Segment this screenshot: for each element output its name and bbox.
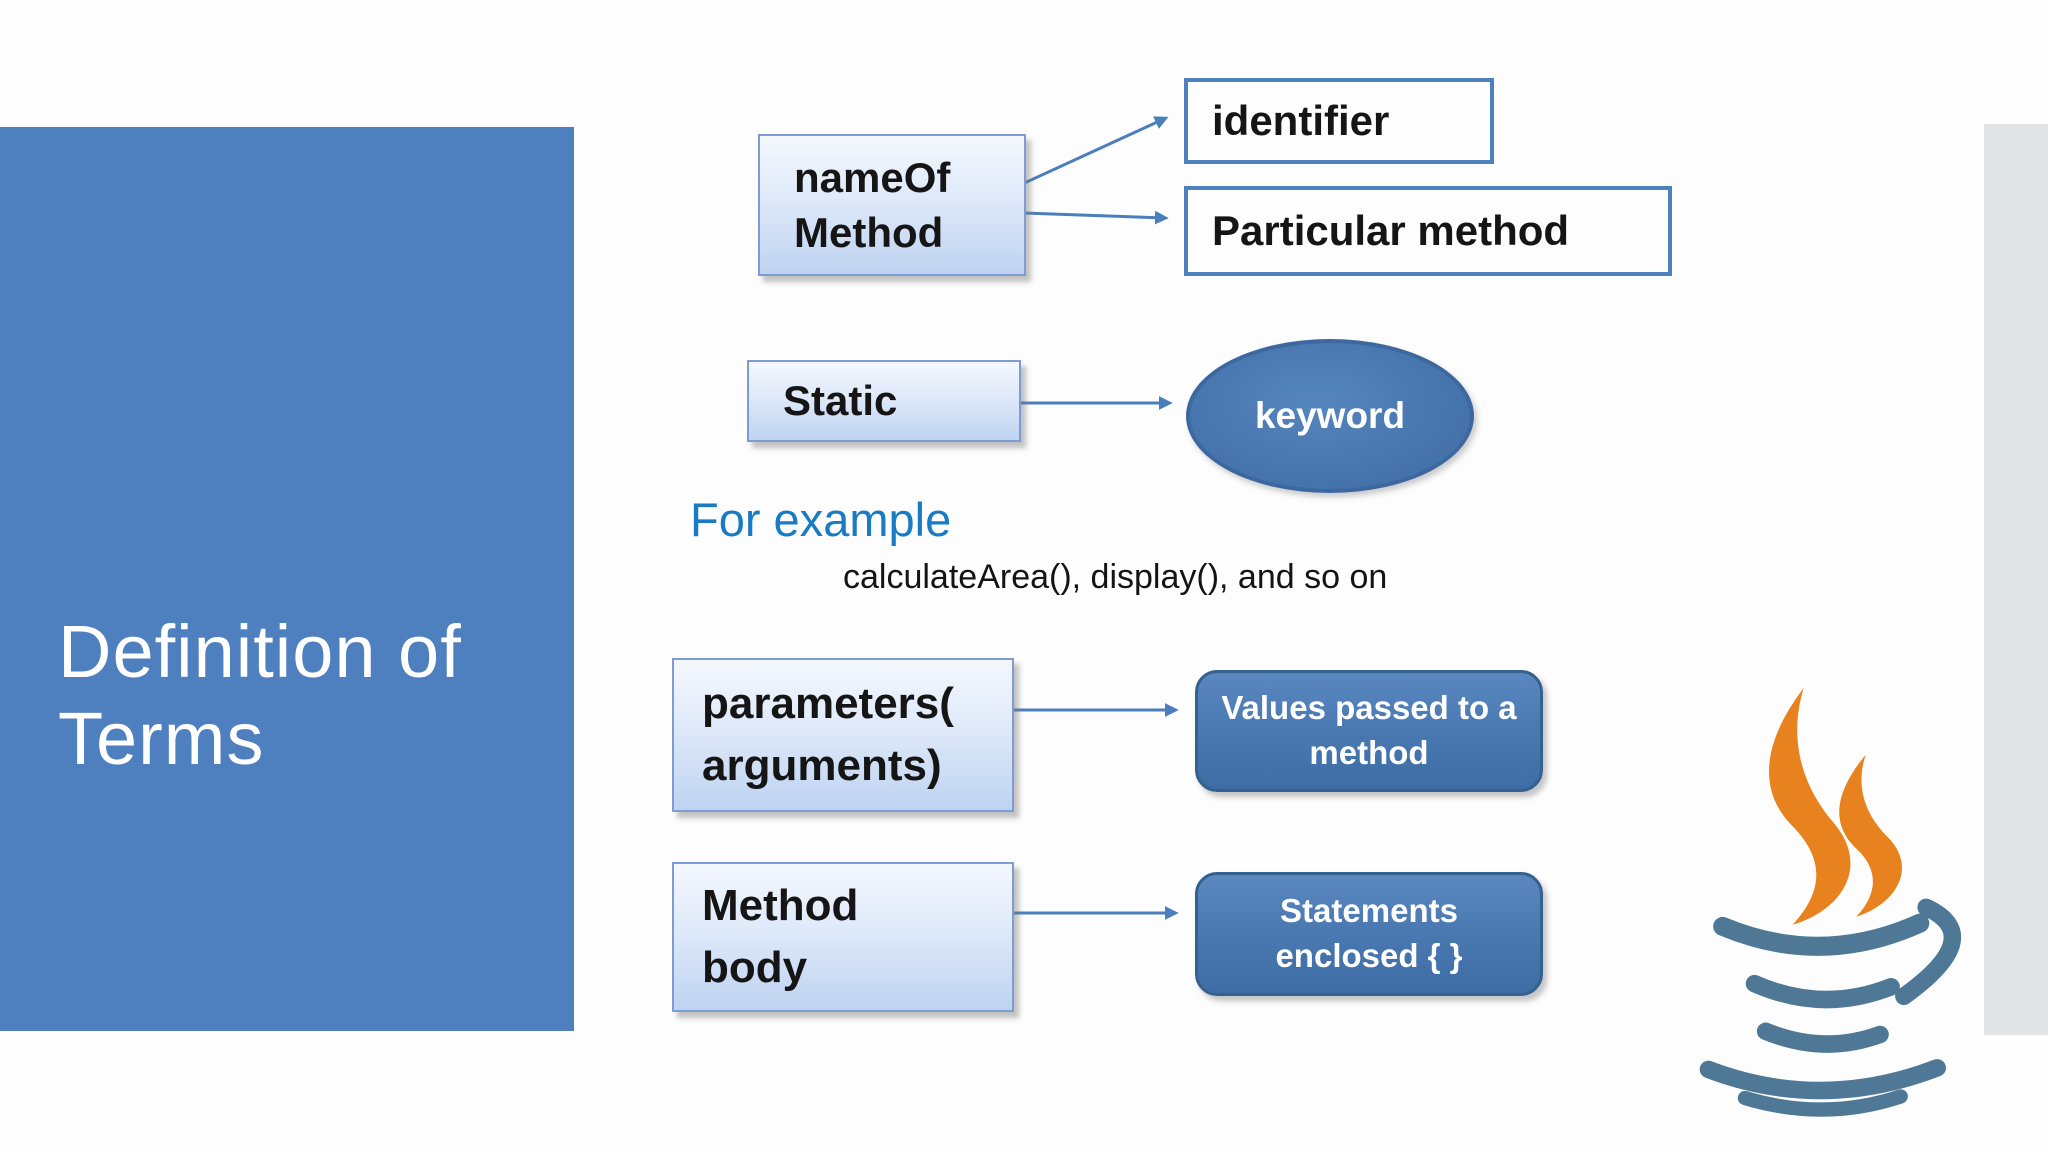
- node-static-label: Static: [783, 377, 898, 424]
- node-particular-method: Particular method: [1184, 186, 1672, 276]
- sidebar-panel: Definition of Terms: [0, 127, 574, 1031]
- example-heading: For example: [690, 493, 952, 546]
- node-method-body-label: Method body: [702, 880, 859, 992]
- page-title: Definition of Terms: [58, 610, 462, 780]
- node-statements-enclosed: Statements enclosed { }: [1195, 872, 1543, 996]
- node-keyword-label: keyword: [1254, 395, 1406, 436]
- node-keyword: keyword: [1186, 339, 1474, 493]
- node-parameters-arguments: parameters( arguments): [672, 658, 1014, 812]
- node-parameters-arguments-label: parameters( arguments): [702, 678, 954, 790]
- node-static: Static: [747, 360, 1021, 442]
- example-code-text: calculateArea(), display(), and so on: [843, 558, 1388, 596]
- node-name-of-method: nameOf Method: [758, 134, 1026, 276]
- node-particular-method-label: Particular method: [1212, 207, 1570, 254]
- node-values-passed-label: Values passed to a method: [1221, 689, 1517, 771]
- node-name-of-method-label: nameOf Method: [794, 153, 951, 256]
- node-identifier: identifier: [1184, 78, 1494, 164]
- node-method-body: Method body: [672, 862, 1014, 1012]
- node-statements-enclosed-label: Statements enclosed { }: [1275, 892, 1463, 974]
- node-values-passed: Values passed to a method: [1195, 670, 1543, 792]
- java-logo-icon: [1699, 688, 1961, 1117]
- node-identifier-label: identifier: [1212, 97, 1390, 144]
- right-accent-strip: [1984, 124, 2048, 1035]
